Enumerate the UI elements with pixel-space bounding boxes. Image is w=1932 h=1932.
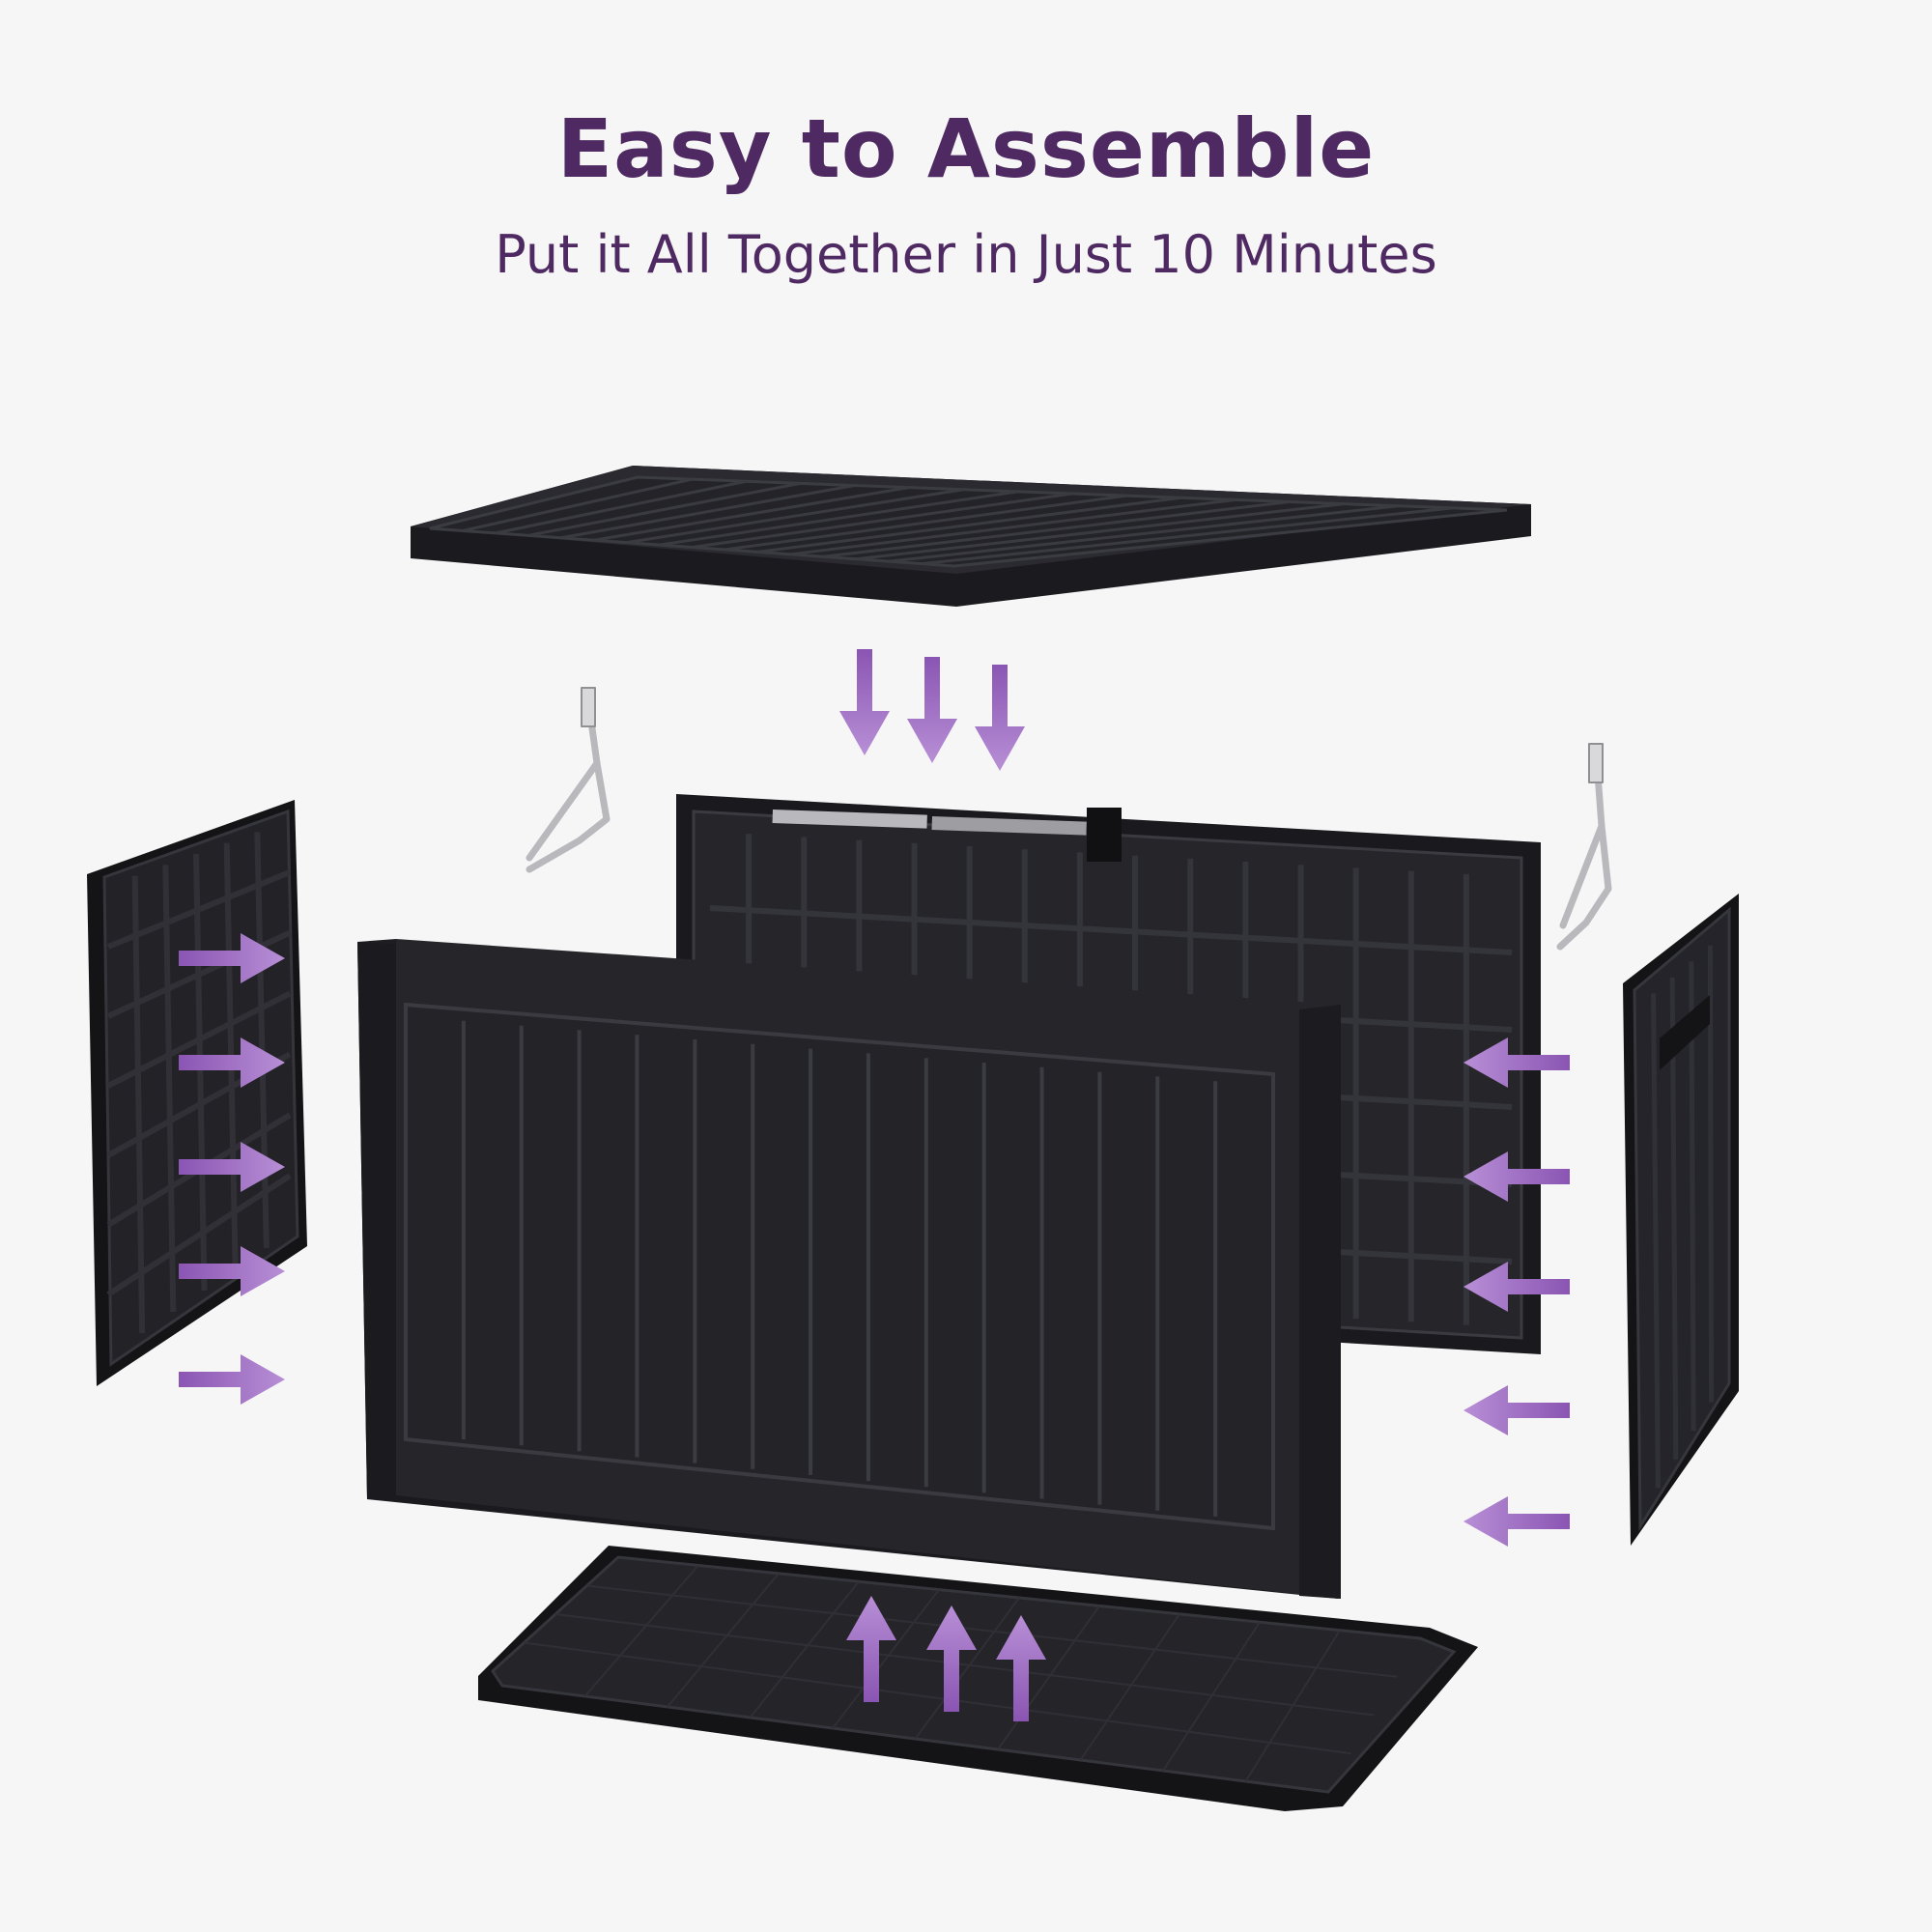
left-gas-strut-hinge-icon <box>526 687 611 873</box>
right-side-panel <box>1623 894 1739 1546</box>
arrow-right-icon <box>179 1037 285 1088</box>
arrow-right-icon <box>179 1142 285 1192</box>
arrow-up-icon <box>846 1596 896 1702</box>
arrow-left-icon <box>1463 1385 1570 1435</box>
page-title: Easy to Assemble <box>556 101 1376 196</box>
page-subtitle: Put it All Together in Just 10 Minutes <box>495 224 1437 285</box>
front-panel <box>357 939 1341 1599</box>
arrow-right-icon <box>179 1354 285 1405</box>
arrow-down-icon <box>907 657 957 763</box>
arrow-left-icon <box>1463 1496 1570 1547</box>
arrow-right-icon <box>179 933 285 983</box>
left-side-panel <box>87 800 307 1386</box>
right-gas-strut-hinge-icon <box>1556 743 1612 951</box>
floor-panel <box>478 1546 1478 1811</box>
arrow-left-icon <box>1463 1262 1570 1312</box>
arrow-right-icon <box>179 1246 285 1296</box>
arrow-left-icon <box>1463 1037 1570 1088</box>
arrow-up-icon <box>996 1615 1046 1721</box>
arrow-down-icon <box>975 665 1025 771</box>
arrow-left-icon <box>1463 1151 1570 1202</box>
lid-panel <box>411 466 1531 607</box>
arrow-down-icon <box>839 649 890 755</box>
arrow-up-icon <box>926 1605 977 1712</box>
